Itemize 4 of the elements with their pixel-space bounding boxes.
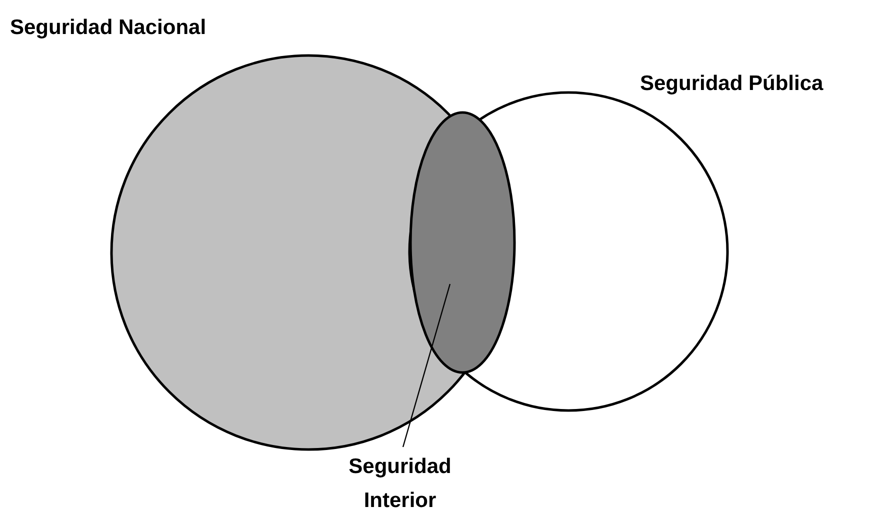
- set-label: Seguridad Pública: [640, 72, 824, 96]
- callout-label: Seguridad Interior: [340, 450, 460, 518]
- set-label: Seguridad Nacional: [10, 16, 206, 40]
- leader-line: [402, 284, 451, 448]
